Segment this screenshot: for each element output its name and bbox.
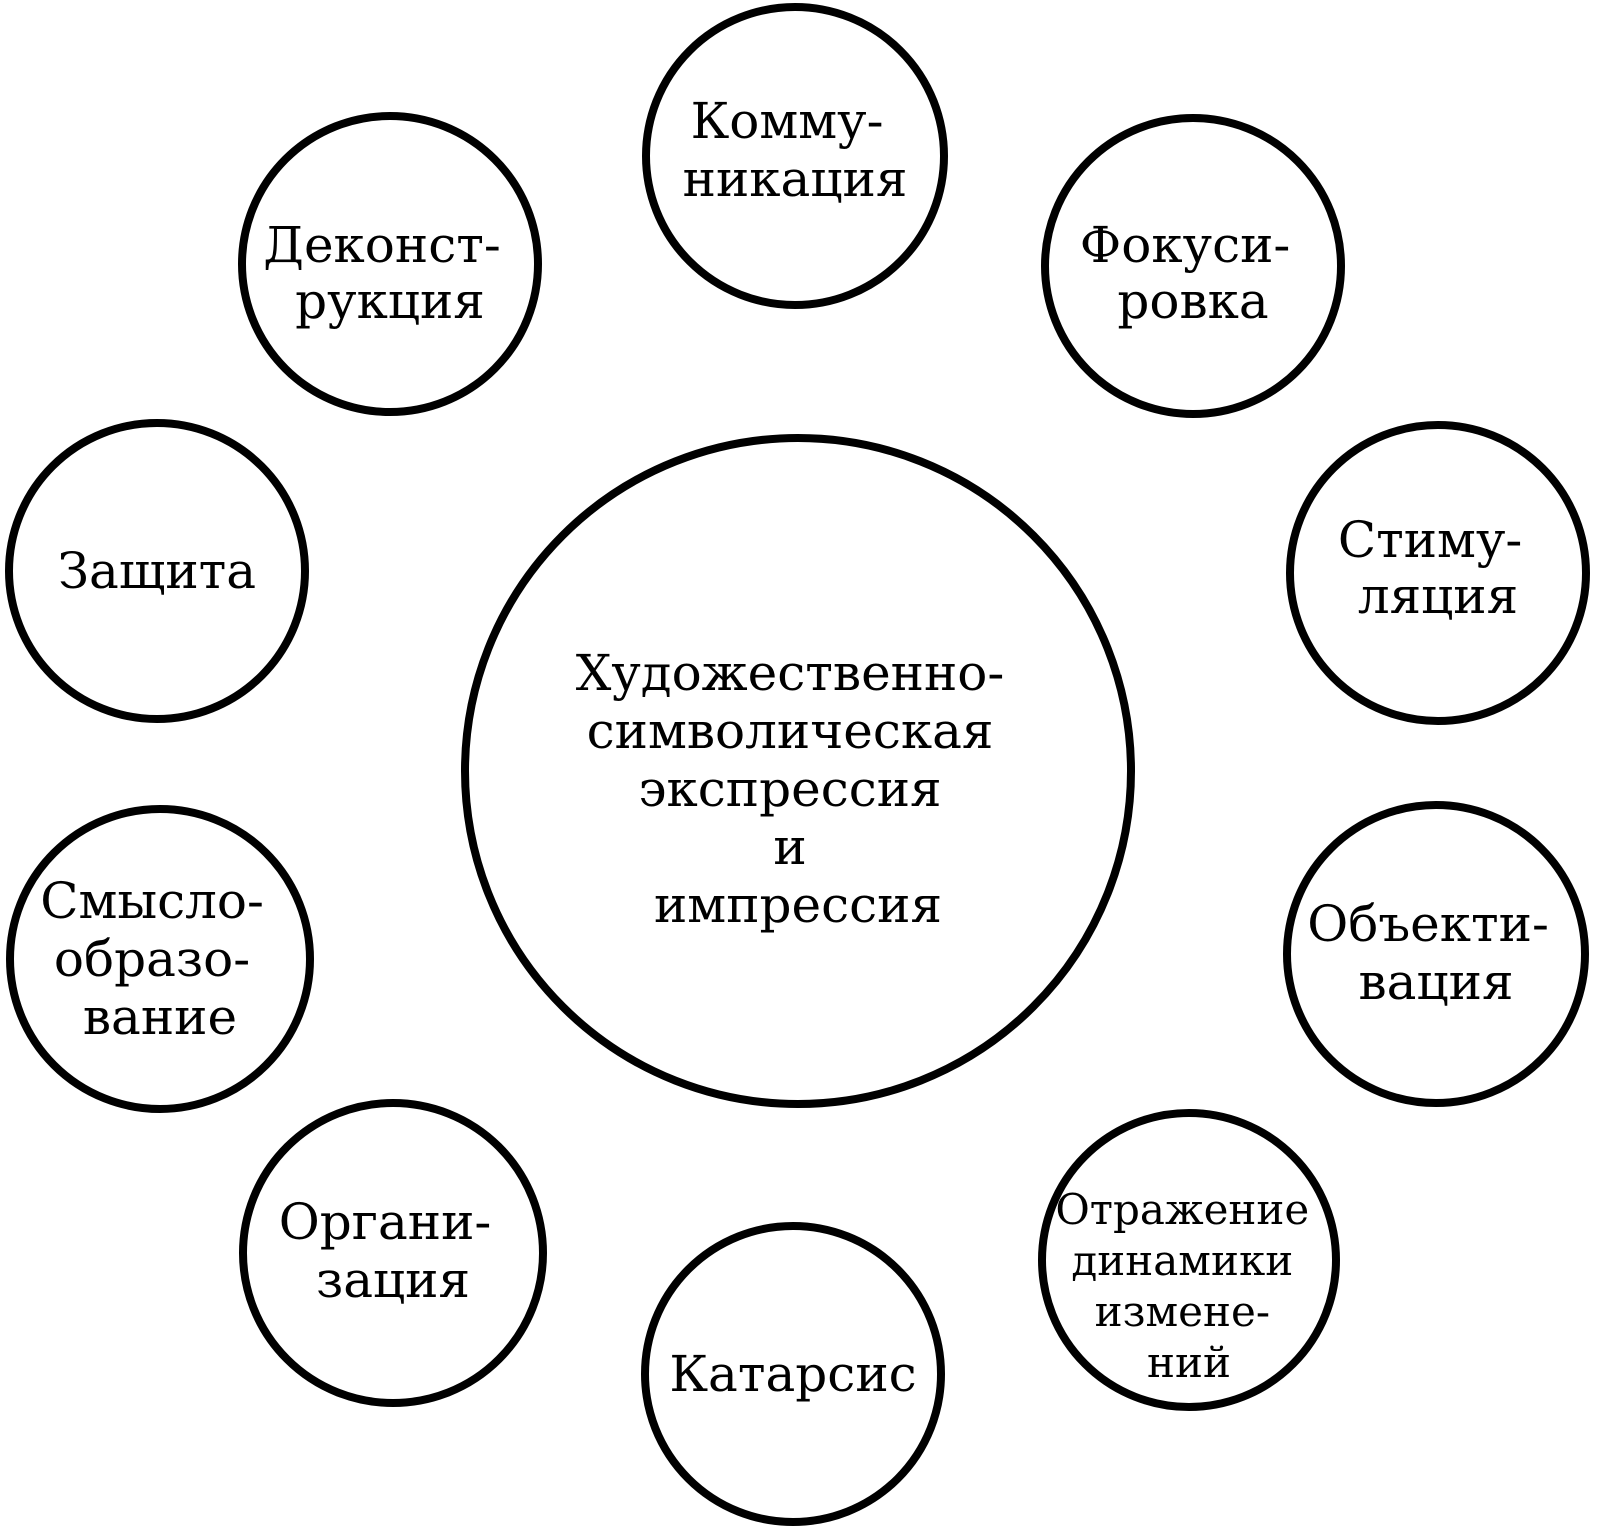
node-organizaciya: Органи- зация [239,1099,547,1407]
node-label: Защита [58,542,256,600]
node-obektivaciya: Объекти- вация [1283,801,1589,1107]
node-stimulyaciya: Стиму- ляция [1286,421,1590,725]
node-smysloobrazovanie: Смысло- образо- вание [6,805,314,1113]
node-fokusirovka: Фокуси- ровка [1041,114,1345,418]
center-node: Художественно- символическая экспрессия … [461,434,1135,1108]
node-kommunikaciya: Комму- никация [642,3,948,309]
center-label: Художественно- символическая экспрессия … [576,644,1020,934]
node-label: Комму- никация [683,92,908,208]
node-label: Деконст- рукция [263,216,516,330]
node-circle [642,3,948,309]
center-line-2: символическая [587,702,994,760]
center-line-1: Художественно- [576,644,1005,702]
node-circle [238,112,542,416]
node-circle [1286,421,1590,725]
node-circle [1038,1109,1340,1411]
node-label: Катарсис [669,1345,916,1403]
center-line-5: импрессия [654,876,942,934]
node-katarsis: Катарсис [641,1222,945,1526]
node-label: Отражение динамики измене- ний [1055,1185,1322,1387]
node-label: Объекти- вация [1307,895,1565,1011]
node-circle [6,805,314,1113]
node-circle [641,1222,945,1526]
center-circle [461,434,1135,1108]
node-label: Фокуси- ровка [1080,216,1306,330]
node-label: Стиму- ляция [1338,511,1538,625]
center-line-3: экспрессия [639,760,942,818]
node-circle [1041,114,1345,418]
node-zashchita: Защита [5,419,309,723]
node-circle [5,419,309,723]
node-label: Органи- зация [279,1193,507,1309]
node-dekonstrukciya: Деконст- рукция [238,112,542,416]
center-line-4: и [773,818,806,876]
node-circle [1283,801,1589,1107]
node-circle [239,1099,547,1407]
node-otrazhenie: Отражение динамики измене- ний [1038,1109,1340,1411]
node-label: Смысло- образо- вание [40,872,280,1046]
